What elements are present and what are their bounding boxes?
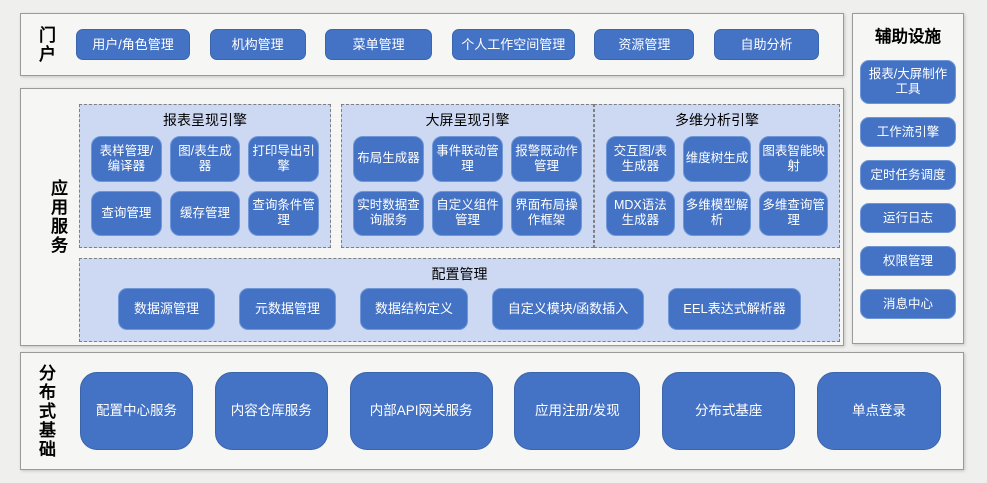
node-content-repository-service: 内容仓库服务 xyxy=(214,372,328,450)
aux-facilities-label: 辅助设施 xyxy=(875,28,941,46)
bigscreen-engine-grid: 布局生成器 事件联动管理 报警既动作管理 实时数据查询服务 自定义组件管理 界面… xyxy=(342,131,593,247)
node-chart-table-generator: 图/表生成器 xyxy=(169,136,241,182)
node-interactive-chart-generator: 交互图/表生成器 xyxy=(606,136,675,182)
app-services-label: 应用服务 xyxy=(48,179,67,255)
config-management-title: 配置管理 xyxy=(431,266,488,282)
node-scheduled-task-dispatch: 定时任务调度 xyxy=(860,160,956,190)
report-engine-title: 报表呈现引擎 xyxy=(163,112,247,128)
node-user-role-management: 用户/角色管理 xyxy=(76,29,190,60)
node-menu-management: 菜单管理 xyxy=(325,29,433,60)
olap-engine-title: 多维分析引擎 xyxy=(675,112,759,128)
aux-facilities-section: 辅助设施 报表/大屏制作工具 工作流引擎 定时任务调度 运行日志 权限管理 消息… xyxy=(852,13,964,344)
report-engine-panel: 报表呈现引擎 表样管理/编译器 图/表生成器 打印导出引擎 查询管理 缓存管理 … xyxy=(79,104,331,248)
bigscreen-engine-title: 大屏呈现引擎 xyxy=(425,112,510,128)
node-ui-layout-operation-framework: 界面布局操作框架 xyxy=(511,190,582,236)
node-mdx-syntax-generator: MDX语法生成器 xyxy=(606,190,675,236)
node-metadata-management: 元数据管理 xyxy=(239,288,336,330)
node-custom-module-function-insert: 自定义模块/函数插入 xyxy=(492,288,644,330)
node-data-structure-definition: 数据结构定义 xyxy=(360,288,468,330)
node-app-register-discovery: 应用注册/发现 xyxy=(514,372,641,450)
report-engine-grid: 表样管理/编译器 图/表生成器 打印导出引擎 查询管理 缓存管理 查询条件管理 xyxy=(80,131,330,247)
portal-button-row: 用户/角色管理 机构管理 菜单管理 个人工作空间管理 资源管理 自助分析 xyxy=(76,29,819,60)
node-distributed-pedestal: 分布式基座 xyxy=(662,372,796,450)
node-internal-api-gateway-service: 内部API网关服务 xyxy=(349,372,493,450)
node-query-management: 查询管理 xyxy=(91,190,162,236)
node-report-bigscreen-authoring-tool: 报表/大屏制作工具 xyxy=(860,60,956,104)
config-button-row: 数据源管理 元数据管理 数据结构定义 自定义模块/函数插入 EEL表达式解析器 xyxy=(80,285,839,341)
node-chart-smart-mapping: 图表智能映射 xyxy=(759,136,828,182)
distributed-base-section: 分布式基础 配置中心服务 内容仓库服务 内部API网关服务 应用注册/发现 分布… xyxy=(20,352,964,470)
node-style-management-compiler: 表样管理/编译器 xyxy=(91,136,162,182)
app-services-section: 应用服务 报表呈现引擎 表样管理/编译器 图/表生成器 打印导出引擎 查询管理 … xyxy=(20,88,844,346)
portal-section: 门户 用户/角色管理 机构管理 菜单管理 个人工作空间管理 资源管理 自助分析 xyxy=(20,13,844,76)
bigscreen-engine-panel: 大屏呈现引擎 布局生成器 事件联动管理 报警既动作管理 实时数据查询服务 自定义… xyxy=(341,104,594,248)
node-single-sign-on: 单点登录 xyxy=(816,372,941,450)
node-cache-management: 缓存管理 xyxy=(169,190,241,236)
node-print-export-engine: 打印导出引擎 xyxy=(248,136,319,182)
node-event-linkage-management: 事件联动管理 xyxy=(432,136,503,182)
node-datasource-management: 数据源管理 xyxy=(118,288,215,330)
node-custom-component-management: 自定义组件管理 xyxy=(432,190,503,236)
portal-label: 门户 xyxy=(36,25,55,64)
node-resource-management: 资源管理 xyxy=(594,29,695,60)
node-layout-generator: 布局生成器 xyxy=(353,136,424,182)
distributed-base-label: 分布式基础 xyxy=(36,363,55,459)
node-multidim-model-parsing: 多维模型解析 xyxy=(682,190,752,236)
distributed-button-row: 配置中心服务 内容仓库服务 内部API网关服务 应用注册/发现 分布式基座 单点… xyxy=(80,372,941,450)
node-dimension-tree-generation: 维度树生成 xyxy=(682,136,752,182)
olap-engine-grid: 交互图/表生成器 维度树生成 图表智能映射 MDX语法生成器 多维模型解析 多维… xyxy=(595,131,839,247)
node-personal-workspace-management: 个人工作空间管理 xyxy=(451,29,575,60)
node-realtime-data-query-service: 实时数据查询服务 xyxy=(353,190,424,236)
node-org-management: 机构管理 xyxy=(209,29,306,60)
node-multidim-query-management: 多维查询管理 xyxy=(759,190,828,236)
node-eel-expression-parser: EEL表达式解析器 xyxy=(668,288,801,330)
olap-engine-panel: 多维分析引擎 交互图/表生成器 维度树生成 图表智能映射 MDX语法生成器 多维… xyxy=(594,104,840,248)
node-run-log: 运行日志 xyxy=(860,203,956,233)
node-message-center: 消息中心 xyxy=(860,289,956,319)
node-query-condition-management: 查询条件管理 xyxy=(248,190,319,236)
node-workflow-engine: 工作流引擎 xyxy=(860,117,956,147)
node-alarm-action-management: 报警既动作管理 xyxy=(511,136,582,182)
config-management-panel: 配置管理 数据源管理 元数据管理 数据结构定义 自定义模块/函数插入 EEL表达… xyxy=(79,258,840,342)
node-config-center-service: 配置中心服务 xyxy=(80,372,193,450)
node-permission-management: 权限管理 xyxy=(860,246,956,276)
node-self-service-analysis: 自助分析 xyxy=(713,29,819,60)
